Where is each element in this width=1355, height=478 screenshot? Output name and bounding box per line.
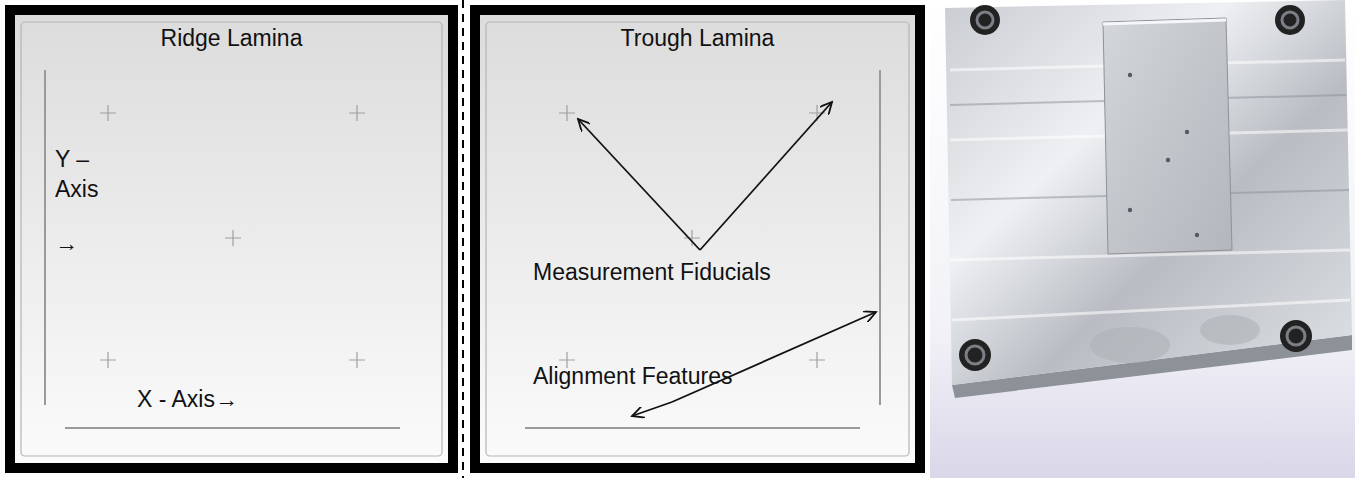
axis-label: Y – xyxy=(55,146,89,172)
callout-label: Measurement Fiducials xyxy=(533,259,771,285)
axis-label: X - Axis→ xyxy=(137,386,238,412)
panel-title: Ridge Lamina xyxy=(15,25,448,52)
axis-label: Axis xyxy=(55,176,98,202)
axis-arrow: → xyxy=(55,230,78,256)
callout-label: Alignment Features xyxy=(533,363,732,389)
lamina-panel: Trough Lamina xyxy=(480,15,915,463)
panel-title: Trough Lamina xyxy=(480,25,915,52)
